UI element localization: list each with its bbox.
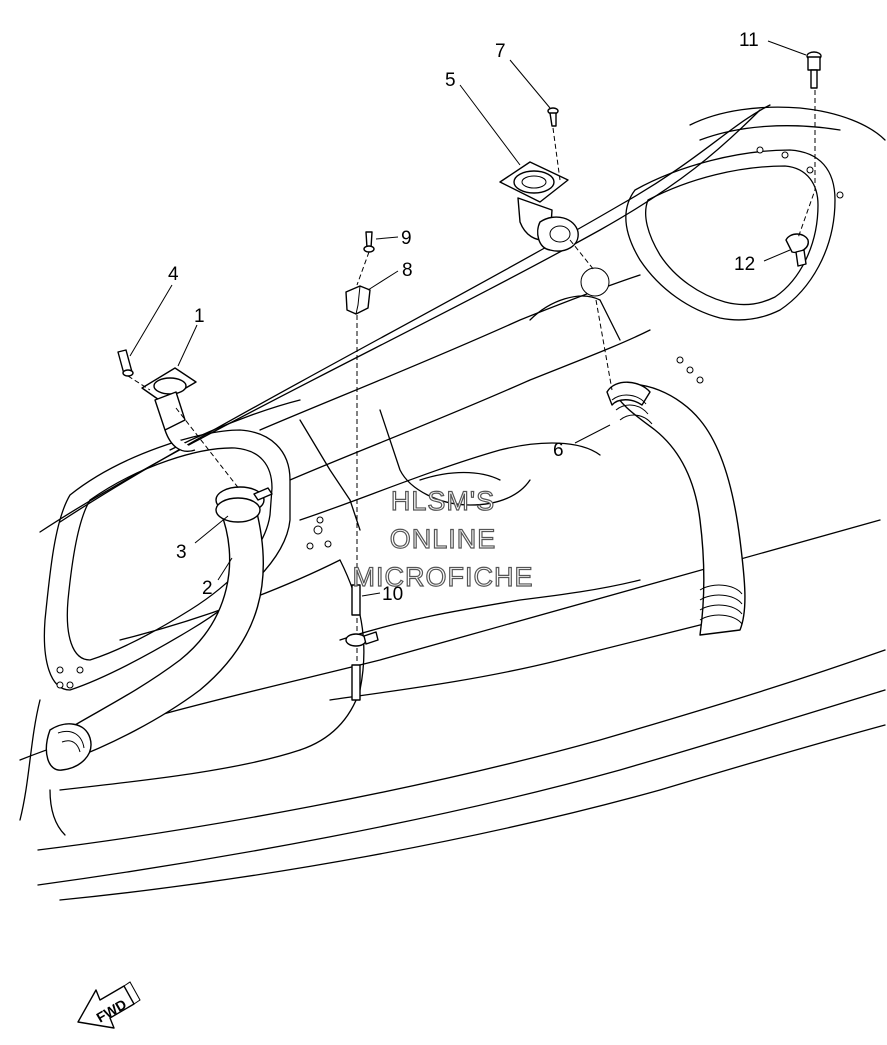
cap [345, 285, 371, 315]
callout-6: 6 [553, 440, 564, 461]
watermark: HLSM'S ONLINE MICROFICHE [352, 485, 534, 592]
callout-8: 8 [402, 260, 413, 281]
callout-3: 3 [176, 542, 187, 563]
leader-lines [129, 40, 807, 597]
fwd-arrow-icon: FWD [77, 981, 141, 1029]
vent-fitting-rear [499, 161, 579, 252]
assembly-guides [127, 90, 816, 662]
callout-4: 4 [168, 264, 179, 285]
vent-fitting-front [141, 367, 197, 452]
callout-11: 11 [739, 30, 759, 51]
callout-10: 10 [382, 584, 403, 605]
hose-clamp-front [215, 486, 273, 523]
rivet [117, 349, 134, 377]
callout-12: 12 [734, 254, 755, 275]
drain-assembly [345, 584, 379, 701]
callout-1: 1 [194, 306, 205, 327]
bolt [806, 51, 822, 89]
watermark-line-3: MICROFICHE [353, 562, 534, 592]
callout-numbers: 1 2 3 4 5 6 7 8 9 10 11 12 [168, 30, 759, 605]
screw [547, 107, 559, 127]
clip [785, 233, 809, 267]
callout-5: 5 [445, 70, 456, 91]
callout-2: 2 [202, 578, 213, 599]
rear-vent-hose [606, 381, 746, 636]
callout-7: 7 [495, 41, 506, 62]
callout-9: 9 [401, 228, 412, 249]
front-vent-hose [45, 504, 265, 771]
pin [363, 231, 375, 253]
watermark-line-2: ONLINE [390, 524, 497, 554]
watermark-line-1: HLSM'S [391, 486, 495, 516]
